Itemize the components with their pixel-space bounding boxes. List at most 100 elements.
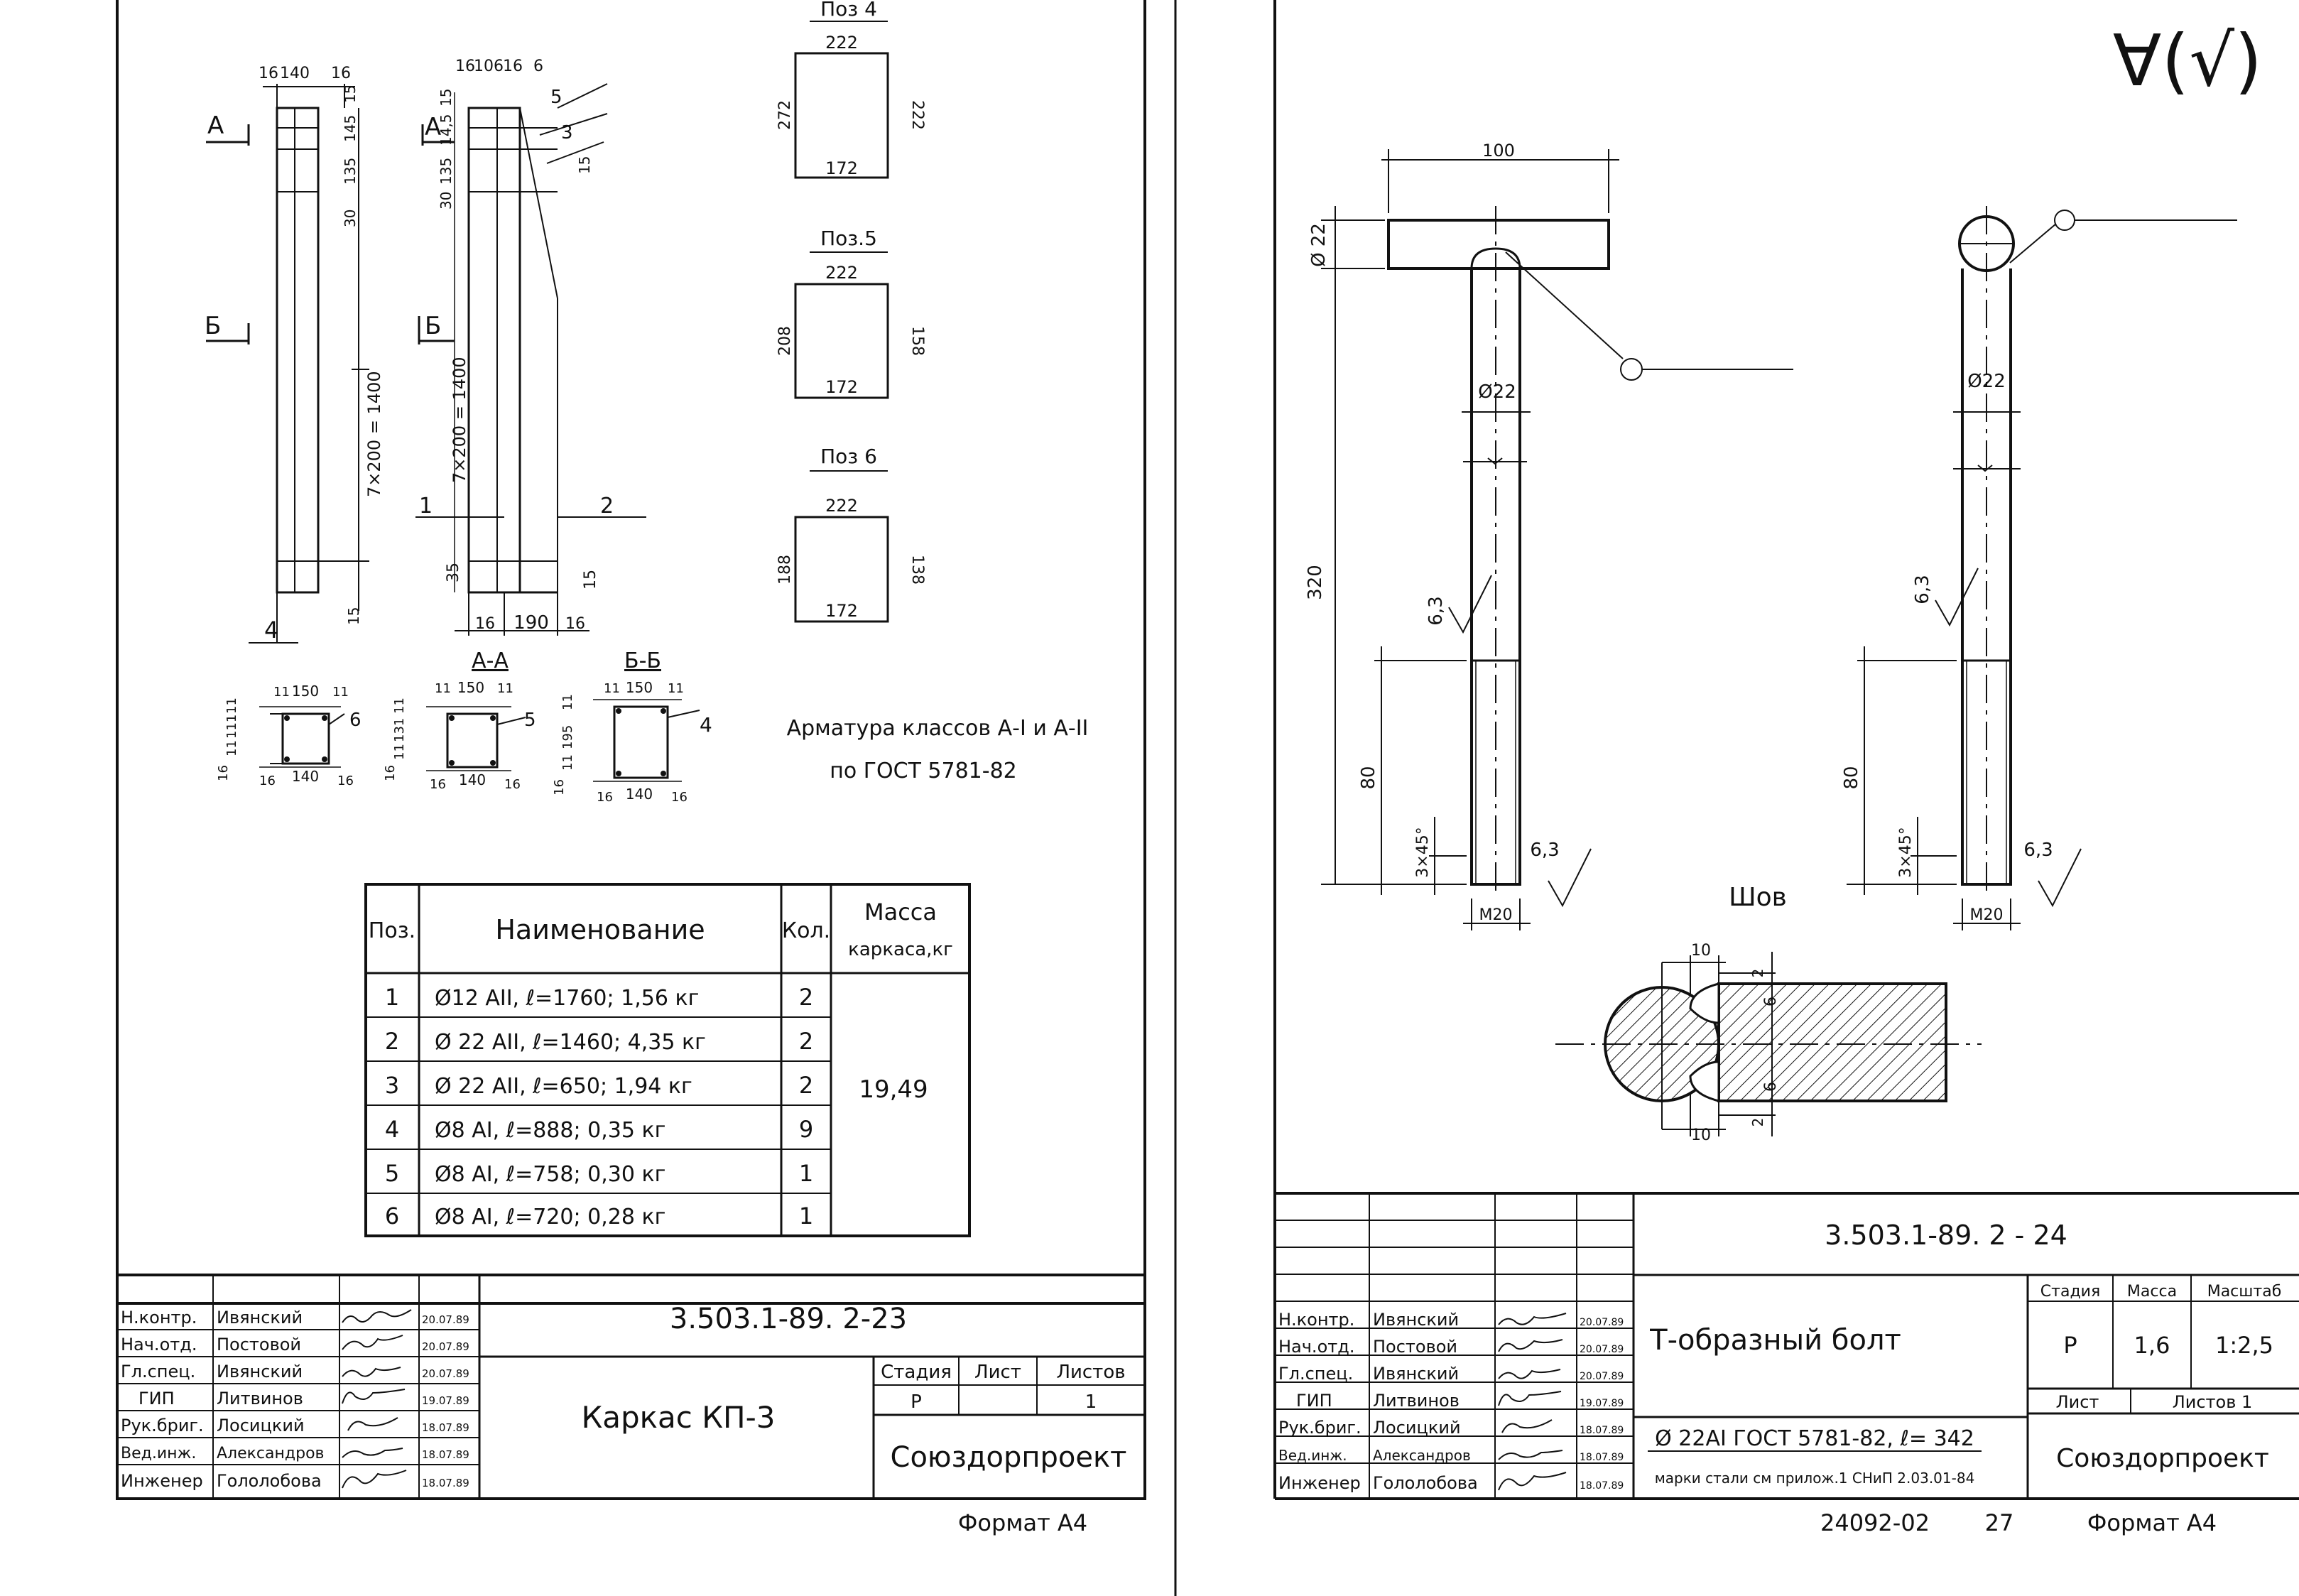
left-drawing-title: Каркас КП-3 <box>581 1400 775 1435</box>
spec-row-1-name: Ø12 АII, ℓ=1760; 1,56 кг <box>435 986 699 1011</box>
cross-section-3 <box>593 699 700 782</box>
s2-16b: 16 <box>504 777 521 792</box>
dim-v15d: 15 <box>345 607 362 625</box>
right-tb-role-3: Гл.спец. <box>1278 1364 1353 1384</box>
spec-row-5-name: Ø8 АI, ℓ=758; 0,30 кг <box>435 1162 665 1187</box>
spec-row-4-pos: 4 <box>385 1116 399 1143</box>
section-title-aa: А-А <box>472 648 509 673</box>
pos-marker-2: 2 <box>600 494 614 519</box>
dim-v145b: 14,5 <box>437 114 455 146</box>
pos5-bottom: 172 <box>825 377 858 397</box>
left-tb-role-2: Нач.отд. <box>121 1335 197 1355</box>
left-tb-date-1: 20.07.89 <box>422 1313 469 1326</box>
dim-bot-16a: 16 <box>475 615 495 633</box>
left-sheets-value: 1 <box>1085 1391 1097 1413</box>
s1-v111: 111 <box>224 715 239 739</box>
spec-header-mass-2: каркаса,кг <box>848 939 953 960</box>
note-line-2: по ГОСТ 5781-82 <box>830 759 1017 783</box>
s3-11b: 11 <box>668 681 684 696</box>
s1-11a: 11 <box>273 685 290 700</box>
roughness-63b: 6,3 <box>1530 840 1559 861</box>
right-title-block <box>1275 1192 2299 1500</box>
dim-v30a: 30 <box>342 210 359 227</box>
right-tb-name-6: Александров <box>1373 1447 1471 1464</box>
s2-v16: 16 <box>383 765 398 781</box>
spec-total-mass: 19,49 <box>859 1075 928 1104</box>
s2-16a: 16 <box>430 777 446 792</box>
dim-chamfer2: 3×45° <box>1897 827 1915 877</box>
dim-v135b: 135 <box>437 158 455 185</box>
dim-head-len: 100 <box>1482 141 1515 161</box>
right-tb-role-4: ГИП <box>1296 1391 1332 1411</box>
s2-11a: 11 <box>435 681 451 696</box>
right-tb-role-5: Рук.бриг. <box>1278 1418 1362 1438</box>
spec-row-2-name: Ø 22 АII, ℓ=1460; 4,35 кг <box>435 1030 706 1055</box>
weld-dim-10b: 10 <box>1691 1127 1711 1144</box>
dim-shaft-d2: Ø22 <box>1967 371 2006 392</box>
left-tb-date-7: 18.07.89 <box>422 1477 469 1489</box>
right-tb-name-5: Лосицкий <box>1373 1418 1461 1438</box>
pos6-right: 138 <box>908 555 926 585</box>
t-bolt-side-view <box>1847 206 2237 930</box>
s2-v11b: 11 <box>392 744 407 760</box>
note-line-1: Арматура классов А-I и А-II <box>787 716 1089 741</box>
dim-len-a: 7×200 = 1400 <box>364 371 384 497</box>
cage-elevation-front <box>206 84 369 644</box>
spec-row-4-name: Ø8 АI, ℓ=888; 0,35 кг <box>435 1118 665 1143</box>
spec-row-5-pos: 5 <box>385 1160 399 1187</box>
right-tb-date-3: 20.07.89 <box>1580 1371 1624 1382</box>
right-tb-date-6: 18.07.89 <box>1580 1452 1624 1463</box>
left-tb-role-5: Рук.бриг. <box>121 1416 204 1435</box>
left-stage-header: Стадия <box>881 1362 952 1383</box>
spec-row-2-qty: 2 <box>799 1028 813 1055</box>
pos5-top: 222 <box>825 263 858 283</box>
right-scale-header: Масштаб <box>2207 1283 2282 1301</box>
dim-v145a: 145 <box>342 115 359 142</box>
pos5-title: Поз.5 <box>820 227 877 250</box>
s1-v16: 16 <box>216 765 231 781</box>
right-tb-date-7: 18.07.89 <box>1580 1480 1624 1492</box>
weld-dim-10a: 10 <box>1691 942 1711 960</box>
pos4-left: 272 <box>776 100 794 130</box>
pos6-title: Поз 6 <box>820 445 877 468</box>
roughness-63c: 6,3 <box>1912 575 1933 604</box>
weld-dim-6b: 6 <box>1762 1082 1780 1092</box>
dim-top-140: 140 <box>280 65 310 82</box>
spec-row-2-pos: 2 <box>385 1028 399 1055</box>
roughness-63d: 6,3 <box>2023 840 2053 861</box>
pos4-bottom: 172 <box>825 158 858 178</box>
spec-table <box>364 883 971 1237</box>
right-material: Ø 22АI ГОСТ 5781-82, ℓ= 342 <box>1655 1426 1974 1451</box>
left-stage-value: Р <box>911 1391 922 1413</box>
pos5-left: 208 <box>776 326 794 356</box>
dim-len320: 320 <box>1305 565 1326 600</box>
right-sheets-header: Листов 1 <box>2173 1392 2253 1412</box>
s3-v16: 16 <box>552 779 567 796</box>
right-tb-name-7: Гололобова <box>1373 1473 1478 1493</box>
dim-bot-16b: 16 <box>565 615 585 633</box>
left-title-block <box>116 1274 1146 1500</box>
spec-row-4-qty: 9 <box>799 1116 813 1143</box>
right-tb-role-7: Инженер <box>1278 1473 1361 1493</box>
s1-pos: 6 <box>349 710 362 731</box>
left-tb-name-6: Александров <box>217 1445 325 1462</box>
section-marker-a1: А <box>207 112 224 140</box>
spec-row-6-qty: 1 <box>799 1203 813 1229</box>
dim-v30b: 30 <box>437 192 455 210</box>
left-tb-role-4: ГИП <box>138 1389 175 1408</box>
dim-d22a: Ø 22 <box>1308 223 1330 267</box>
section-marker-b2: Б <box>425 312 441 340</box>
dim-top-16a: 16 <box>259 65 278 82</box>
left-tb-name-1: Ивянский <box>217 1308 303 1328</box>
dim-m20b: M20 <box>1970 906 2004 924</box>
dim-top-16b: 16 <box>331 65 351 82</box>
right-tb-name-1: Ивянский <box>1373 1310 1459 1330</box>
left-tb-date-3: 20.07.89 <box>422 1367 469 1380</box>
right-drawing-code: 3.503.1-89. 2 - 24 <box>1825 1220 2067 1251</box>
dim-len80a: 80 <box>1358 766 1379 789</box>
s2-v131: 131 <box>392 718 407 742</box>
right-org-name: Союздорпроект <box>2056 1444 2269 1473</box>
right-scale-value: 1:2,5 <box>2215 1332 2273 1359</box>
right-tb-role-2: Нач.отд. <box>1278 1337 1354 1357</box>
